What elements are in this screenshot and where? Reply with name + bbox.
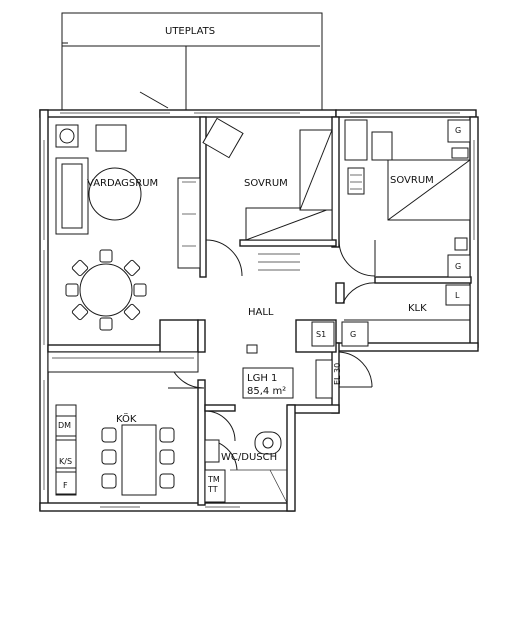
doors bbox=[167, 239, 378, 471]
label-g1: G bbox=[455, 126, 461, 135]
label-el: EL 30 bbox=[333, 363, 342, 385]
terrace-label: UTEPLATS bbox=[165, 26, 215, 37]
hall-fixtures bbox=[242, 321, 369, 399]
label-l: L bbox=[455, 291, 460, 300]
label-hall: HALL bbox=[248, 307, 274, 318]
label-tt: TT bbox=[207, 485, 218, 494]
label-living: VARDAGSRUM bbox=[87, 178, 158, 189]
bedroom1-furniture bbox=[245, 129, 333, 271]
unit-name: LGH 1 bbox=[247, 373, 277, 384]
bathroom-fixtures bbox=[204, 431, 288, 504]
label-f: F bbox=[63, 481, 68, 490]
kitchen-furniture bbox=[47, 351, 199, 496]
terrace: UTEPLATS bbox=[61, 12, 323, 110]
label-bathroom: WC/DUSCH bbox=[221, 452, 277, 463]
room-labels: VARDAGSRUM SOVRUM SOVRUM HALL KLK KÖK WC… bbox=[87, 175, 434, 463]
label-s1: S1 bbox=[316, 330, 326, 339]
fixture-labels: G G L S1 G EL 30 K/S F DM TM TT bbox=[58, 126, 461, 494]
living-furniture bbox=[55, 117, 244, 331]
label-tm: TM bbox=[207, 475, 220, 484]
unit-area: 85,4 m² bbox=[247, 386, 286, 397]
label-kitchen: KÖK bbox=[116, 412, 137, 425]
bedroom2-furniture bbox=[344, 119, 471, 278]
label-bedroom1: SOVRUM bbox=[244, 178, 288, 189]
label-g4: G bbox=[350, 330, 356, 339]
label-bedroom2: SOVRUM bbox=[390, 175, 434, 186]
label-ks: K/S bbox=[59, 457, 72, 466]
klk-furniture bbox=[344, 284, 471, 321]
label-dm: DM bbox=[58, 421, 71, 430]
label-g2: G bbox=[455, 262, 461, 271]
label-klk: KLK bbox=[408, 303, 427, 314]
unit-label: LGH 1 85,4 m² bbox=[247, 373, 286, 397]
